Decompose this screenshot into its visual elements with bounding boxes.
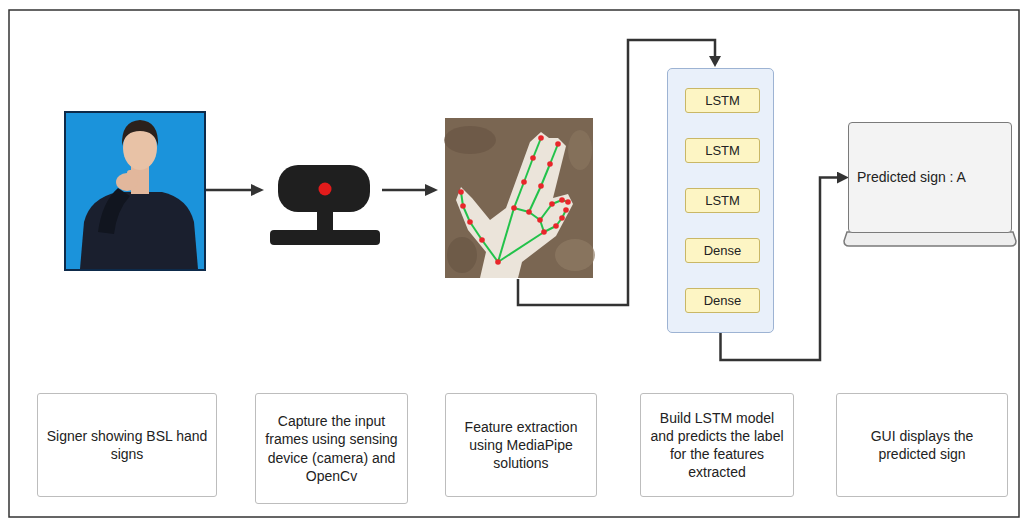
landmark-link	[498, 232, 544, 262]
landmark-point	[495, 259, 501, 265]
landmark-point	[467, 219, 473, 225]
landmark-point	[479, 237, 485, 243]
hand-skin	[456, 132, 573, 278]
signer-body	[80, 192, 198, 269]
step-box: Capture the input frames using sensing d…	[255, 393, 408, 504]
layer-label: LSTM	[705, 93, 740, 109]
landmark-point	[559, 197, 565, 203]
landmark-points	[458, 135, 571, 265]
signer-picture	[65, 112, 205, 270]
layer-label: LSTM	[705, 193, 740, 209]
dense-layer: Dense	[685, 238, 760, 263]
landmark-link	[541, 164, 550, 186]
landmark-link	[514, 182, 524, 208]
model-panel: LSTMLSTMLSTMDenseDense	[667, 68, 774, 333]
webcam-lens	[319, 183, 332, 196]
arrow-head	[709, 56, 721, 67]
step-text: Build LSTM model and predicts the label …	[649, 409, 785, 482]
webcam-neck	[317, 212, 333, 231]
landmark-point	[526, 209, 532, 215]
landmark-link	[540, 204, 552, 220]
photo-texture	[444, 126, 496, 154]
arrow-head	[425, 184, 438, 196]
landmark-point	[538, 135, 544, 141]
signer-arm	[98, 188, 130, 234]
signer-finger	[127, 170, 139, 176]
landmark-point	[563, 207, 569, 213]
landmark-point	[555, 141, 561, 147]
landmark-point	[559, 215, 565, 221]
gui-screen: Predicted sign : A	[848, 122, 1012, 233]
landmark-link	[533, 138, 541, 158]
flow-line	[382, 189, 427, 192]
landmark-point	[460, 203, 466, 209]
screen-text: Predicted sign : A	[857, 168, 966, 186]
signer-hair	[122, 120, 158, 146]
landmark-link	[550, 144, 558, 164]
step-text: GUI displays the predicted sign	[845, 427, 999, 463]
lstm-layer: LSTM	[685, 138, 760, 163]
landmark-point	[530, 155, 536, 161]
photo-texture	[447, 237, 477, 273]
landmark-link	[524, 158, 533, 182]
landmark-links	[461, 138, 568, 262]
landmark-point	[458, 189, 464, 195]
landmark-point	[541, 229, 547, 235]
landmark-point	[553, 223, 559, 229]
landmark-point	[547, 161, 553, 167]
arrow-head	[251, 184, 264, 196]
landmark-link	[470, 222, 482, 240]
flow-line	[206, 189, 253, 192]
lstm-layer: LSTM	[685, 88, 760, 113]
lstm-layer: LSTM	[685, 188, 760, 213]
photo-texture	[555, 239, 595, 271]
layer-label: Dense	[704, 243, 742, 259]
monitor-stand	[844, 232, 1016, 246]
step-box: Signer showing BSL hand signs	[37, 393, 217, 497]
step-box: GUI displays the predicted sign	[836, 393, 1008, 497]
landmark-point	[549, 201, 555, 207]
landmark-point	[511, 205, 517, 211]
landmark-point	[537, 217, 543, 223]
step-text: Feature extraction using MediaPipe solut…	[454, 418, 588, 473]
step-text: Capture the input frames using sensing d…	[264, 412, 399, 485]
landmark-link	[482, 240, 498, 262]
dense-layer: Dense	[685, 288, 760, 313]
webcam-body	[278, 165, 370, 212]
webcam-base	[270, 230, 380, 245]
landmark-point	[521, 179, 527, 185]
landmark-link	[529, 186, 541, 212]
landmark-point	[538, 183, 544, 189]
step-text: Signer showing BSL hand signs	[46, 427, 208, 463]
webcam-icon	[270, 165, 380, 245]
landmark-point	[565, 199, 571, 205]
step-box: Build LSTM model and predicts the label …	[640, 393, 794, 497]
layer-label: LSTM	[705, 143, 740, 159]
photo-texture	[568, 130, 592, 170]
hand-landmark-picture	[444, 118, 595, 278]
outer-frame	[9, 10, 1019, 517]
layer-label: Dense	[704, 293, 742, 309]
photo-ground	[65, 112, 205, 270]
step-box: Feature extraction using MediaPipe solut…	[445, 393, 597, 497]
